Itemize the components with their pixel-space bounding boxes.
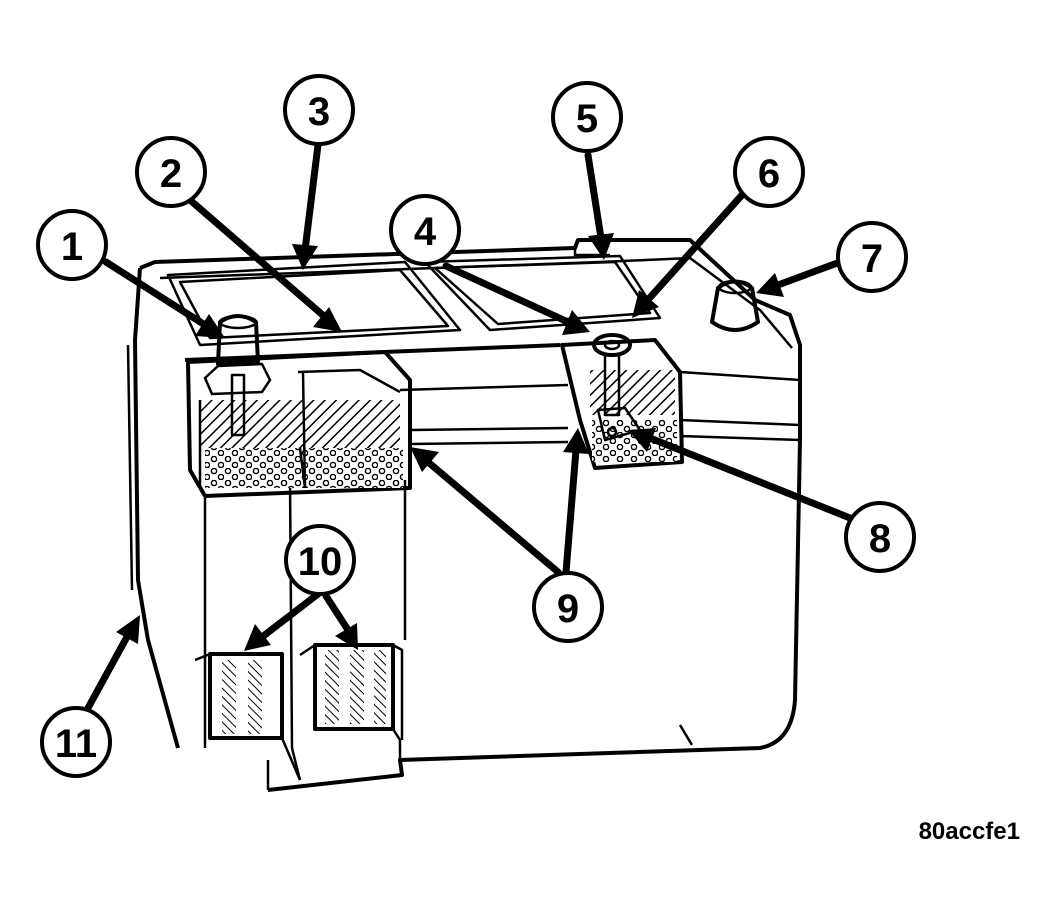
positive-terminal-post bbox=[710, 279, 760, 332]
negative-terminal-post bbox=[203, 314, 272, 437]
callout-3-label: 3 bbox=[308, 90, 330, 134]
callout-4: 4 bbox=[389, 194, 461, 266]
callout-1-label: 1 bbox=[61, 225, 83, 269]
callout-10: 10 bbox=[284, 524, 356, 596]
callout-9: 9 bbox=[532, 571, 604, 643]
left-cell-cutaway bbox=[186, 314, 412, 498]
cell-plates bbox=[194, 643, 404, 781]
right-cell-cutaway bbox=[560, 333, 684, 470]
callout-5: 5 bbox=[551, 81, 623, 153]
callout-7-label: 7 bbox=[861, 237, 883, 281]
callout-11: 11 bbox=[40, 706, 112, 778]
callout-2: 2 bbox=[135, 136, 207, 208]
callout-6-label: 6 bbox=[758, 152, 780, 196]
figure-code: 80accfe1 bbox=[918, 818, 1020, 845]
callout-6: 6 bbox=[733, 136, 805, 208]
callout-2-label: 2 bbox=[160, 152, 182, 196]
callout-7: 7 bbox=[836, 221, 908, 293]
callout-8: 8 bbox=[844, 501, 916, 573]
callout-8-label: 8 bbox=[869, 517, 891, 561]
leader-lines bbox=[84, 141, 854, 712]
callout-5-label: 5 bbox=[576, 97, 598, 141]
callout-1: 1 bbox=[36, 209, 108, 281]
callout-3: 3 bbox=[283, 74, 355, 146]
callout-9-label: 9 bbox=[557, 587, 579, 631]
callout-4-label: 4 bbox=[414, 210, 437, 254]
callout-10-label: 10 bbox=[298, 540, 343, 584]
callout-11-label: 11 bbox=[55, 722, 97, 766]
